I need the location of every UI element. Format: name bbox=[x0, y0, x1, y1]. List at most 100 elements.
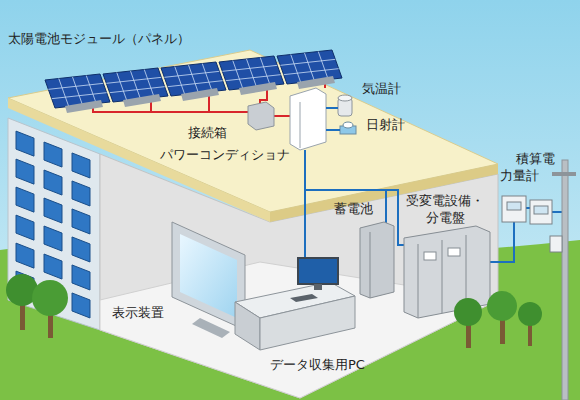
window bbox=[72, 237, 90, 262]
junction-box bbox=[248, 102, 274, 130]
meter-box bbox=[502, 196, 526, 222]
part-label: 蓄電池 bbox=[334, 200, 373, 217]
panel-grid bbox=[59, 79, 69, 107]
window bbox=[72, 153, 90, 178]
solar-panel bbox=[219, 56, 284, 95]
ac-wire bbox=[385, 190, 387, 224]
panel-grid bbox=[131, 71, 141, 99]
panel-grid bbox=[117, 73, 127, 101]
panel-grid bbox=[305, 53, 315, 81]
sensor-wire bbox=[326, 129, 340, 131]
grid-wire bbox=[526, 207, 530, 209]
panel-grid bbox=[144, 70, 154, 98]
tree-crown bbox=[487, 291, 517, 321]
part-label: 表示装置 bbox=[112, 304, 164, 321]
window bbox=[44, 142, 62, 167]
dc-wire bbox=[272, 115, 290, 117]
panel-grid bbox=[222, 65, 277, 71]
meter-box bbox=[530, 200, 552, 224]
panel-stand bbox=[123, 94, 161, 107]
panel-grid bbox=[189, 65, 199, 93]
panel-stand bbox=[65, 100, 103, 113]
part-label: 日射計 bbox=[366, 116, 405, 133]
panel-grid bbox=[73, 77, 83, 105]
part-label: 積算電力量計 bbox=[500, 150, 556, 184]
switchgear-meter bbox=[448, 248, 460, 256]
pc-monitor bbox=[298, 258, 338, 284]
window bbox=[72, 265, 90, 290]
solar-panel bbox=[277, 50, 342, 89]
panel-grid bbox=[110, 87, 165, 93]
thermometer-top bbox=[338, 95, 352, 101]
window bbox=[16, 215, 34, 240]
part-label: データ収集用PC bbox=[270, 356, 365, 373]
pc-keyboard bbox=[290, 294, 318, 302]
panel-grid bbox=[280, 59, 335, 65]
window bbox=[16, 243, 34, 268]
part-label: 接続箱 bbox=[188, 124, 227, 141]
tree-trunk bbox=[528, 324, 532, 346]
panel-grid bbox=[164, 71, 219, 77]
panel-grid bbox=[233, 61, 243, 89]
panel-grid bbox=[260, 58, 270, 86]
battery-cabinet bbox=[360, 222, 394, 298]
tree-group bbox=[6, 274, 542, 348]
window bbox=[44, 226, 62, 251]
window bbox=[72, 181, 90, 206]
pole-crossarm bbox=[552, 172, 576, 176]
panel-grid bbox=[168, 81, 223, 87]
window bbox=[72, 293, 90, 318]
tree-crown bbox=[518, 302, 542, 326]
switchgear-divider bbox=[466, 235, 467, 308]
grid-wire bbox=[490, 222, 514, 262]
panel-grid bbox=[175, 67, 185, 95]
meter-window bbox=[507, 202, 521, 210]
battery-edge bbox=[370, 232, 371, 298]
window bbox=[44, 198, 62, 223]
utility-pole bbox=[562, 160, 568, 400]
window bbox=[16, 131, 34, 156]
panel-grid bbox=[86, 76, 96, 104]
display-stand bbox=[192, 318, 230, 338]
part-label: パワーコンディショナ bbox=[160, 146, 290, 163]
dc-wire bbox=[93, 102, 248, 112]
grid-wire bbox=[552, 211, 562, 213]
sensor-wire bbox=[326, 107, 338, 109]
panel-stand bbox=[297, 76, 335, 89]
window bbox=[44, 170, 62, 195]
desk-front bbox=[260, 296, 355, 350]
panel-grid bbox=[106, 77, 161, 83]
tree-crown bbox=[32, 280, 68, 316]
panel-grid bbox=[202, 64, 212, 92]
solar-panel bbox=[45, 74, 110, 113]
panel-grid bbox=[291, 55, 301, 83]
panel-grid bbox=[226, 75, 281, 81]
window bbox=[16, 187, 34, 212]
panel-stand bbox=[181, 88, 219, 101]
solar-panel bbox=[103, 68, 168, 107]
solar-panel bbox=[161, 62, 226, 101]
part-label: 気温計 bbox=[362, 80, 401, 97]
display-screen bbox=[180, 234, 237, 318]
panel-grid bbox=[247, 59, 257, 87]
display-frame bbox=[172, 222, 245, 330]
tree-crown bbox=[454, 298, 482, 326]
panel-grid bbox=[48, 83, 103, 89]
pole-box bbox=[550, 236, 562, 252]
panel-grid bbox=[52, 93, 107, 99]
window bbox=[72, 209, 90, 234]
switchgear-edge bbox=[418, 244, 419, 318]
part-label: 太陽電池モジュール（パネル） bbox=[8, 30, 190, 47]
power-conditioner-edge bbox=[300, 102, 301, 148]
power-conditioner bbox=[290, 88, 326, 150]
part-label: 受変電設備・分電盤 bbox=[404, 192, 486, 226]
pyranometer-dome bbox=[343, 122, 353, 128]
panel-stand bbox=[239, 82, 277, 95]
panel-grid bbox=[318, 52, 328, 80]
tree-trunk bbox=[500, 318, 505, 344]
panel-grid bbox=[284, 69, 339, 75]
signal-wire bbox=[304, 190, 306, 258]
